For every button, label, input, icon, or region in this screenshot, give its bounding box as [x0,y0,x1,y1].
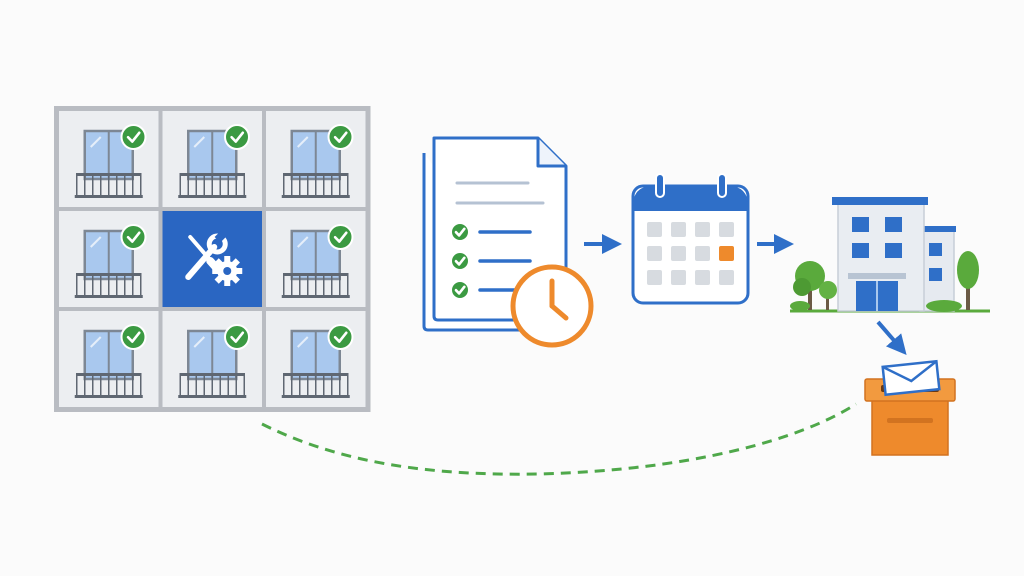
calendar-day [719,270,734,285]
tree-icon [793,261,825,310]
calendar-day [695,222,710,237]
calendar-icon [631,173,750,305]
apartment-unit [266,211,366,307]
check-icon [120,324,147,350]
calendar-days [647,222,734,285]
calendar-ring [717,173,727,198]
balcony-railing [178,373,247,398]
mail-drop-box-icon [864,359,956,456]
apartment-unit [59,311,159,407]
apartment-unit [59,211,159,307]
calendar-day [647,270,662,285]
check-icon [450,280,470,300]
check-icon [327,124,354,150]
apartment-unit [162,111,262,207]
balcony-railing [74,173,143,198]
calendar-day [719,222,734,237]
clock-icon [510,264,594,348]
check-icon [120,224,147,250]
balcony-railing [281,373,350,398]
repair-unit [162,211,262,307]
tree-icon [957,251,979,310]
check-icon [120,124,147,150]
flow-arrow [876,320,907,356]
apartment-unit [266,111,366,207]
dashed-return-path [261,402,857,476]
balcony-railing [281,273,350,298]
apartment-unit [59,111,159,207]
calendar-ring [655,173,665,198]
envelope-icon [881,359,941,397]
calendar-day [671,222,686,237]
check-icon [224,124,250,150]
apartment-unit [162,311,262,407]
building-grid [54,106,371,412]
checklist-document-icon [422,136,594,348]
check-icon [327,324,354,350]
tree-icon [819,281,837,310]
calendar-day [671,270,686,285]
tools-gear-icon [185,230,243,286]
calendar-highlighted-day [719,246,734,261]
calendar-day [695,246,710,261]
check-icon [224,324,250,350]
apartment-unit [266,311,366,407]
balcony-railing [74,373,143,398]
office-building-icon [790,197,990,313]
check-icon [450,251,470,271]
calendar-day [647,222,662,237]
balcony-railing [74,273,143,298]
balcony-railing [178,173,247,198]
document-checklist [450,222,532,300]
calendar-day [647,246,662,261]
check-icon [327,224,354,250]
calendar-day [695,270,710,285]
check-icon [450,222,470,242]
balcony-railing [281,173,350,198]
calendar-day [671,246,686,261]
box-label-slot [887,418,933,423]
